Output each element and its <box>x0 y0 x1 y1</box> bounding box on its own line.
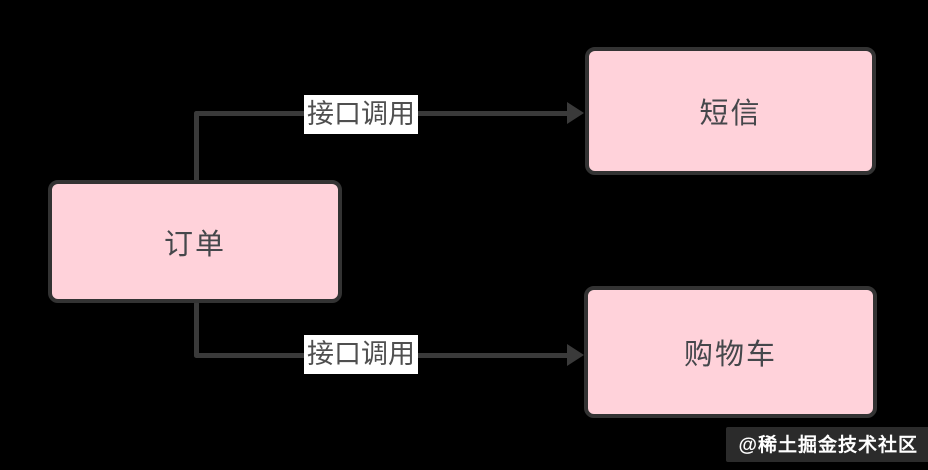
node-order: 订单 <box>48 180 342 303</box>
edge-order-cart-vertical-line <box>194 301 199 358</box>
node-cart: 购物车 <box>584 286 877 418</box>
node-sms: 短信 <box>585 47 876 175</box>
edge-order-sms-vertical-line <box>194 111 199 183</box>
arrowhead-right-icon <box>567 102 584 124</box>
node-order-label: 订单 <box>163 228 226 261</box>
node-sms-label: 短信 <box>699 98 762 130</box>
arrowhead-right-icon <box>567 344 584 366</box>
edge-label-order-sms: 接口调用 <box>304 95 418 134</box>
edge-label-order-cart: 接口调用 <box>304 335 418 374</box>
watermark: @稀土掘金技术社区 <box>726 427 928 462</box>
node-cart-label: 购物车 <box>683 339 777 371</box>
